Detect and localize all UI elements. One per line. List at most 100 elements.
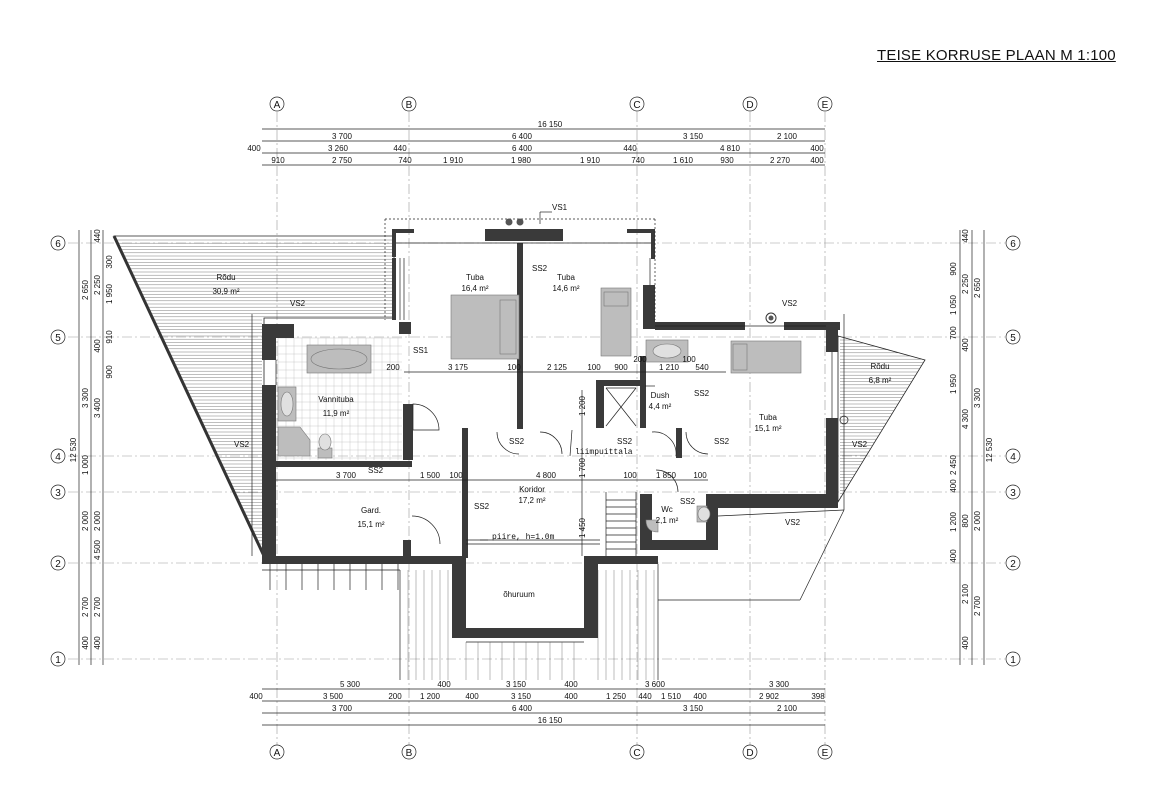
sink-icon: [645, 519, 659, 533]
svg-text:5: 5: [1010, 333, 1016, 344]
dim-right-inner: 1 950: [949, 373, 958, 394]
dim-left-inner: 1 950: [105, 283, 114, 304]
dim-top-r1: 3 150: [683, 132, 704, 141]
dim-right-inner: 400: [949, 479, 958, 493]
dim-bottom-r1: 400: [437, 680, 451, 689]
dim-left-inner: 3 400: [93, 397, 102, 418]
dim-interior: 900: [614, 363, 628, 372]
svg-text:4: 4: [55, 452, 61, 463]
dim-top-total: 16 150: [538, 120, 563, 129]
dim-right-inner: 1 050: [949, 294, 958, 315]
dim-bottom-r3: 6 400: [512, 704, 533, 713]
tag-ss2: SS2: [617, 437, 633, 446]
dim-interior-v: 1 450: [578, 517, 587, 538]
tag-vs2: VS2: [234, 440, 250, 449]
dim-bottom-total: 16 150: [538, 716, 563, 725]
dim-top-r2: 440: [393, 144, 407, 153]
room-name: õhuruum: [503, 590, 535, 599]
tag-ss2: SS2: [714, 437, 730, 446]
windows: [251, 218, 845, 556]
dim-bottom-r2: 3 500: [323, 692, 344, 701]
dim-right-inner: 4 300: [961, 408, 970, 429]
dim-bottom-r2: 1 510: [661, 692, 682, 701]
stairs: [466, 385, 655, 556]
dim-top-r2: 3 260: [328, 144, 349, 153]
dim-bottom-r1: 3 150: [506, 680, 527, 689]
dim-right-outer: 2 650: [973, 277, 982, 298]
dim-interior: 200: [633, 355, 647, 364]
dim-bottom-r2: 400: [693, 692, 707, 701]
dim-interior: 200: [386, 363, 400, 372]
svg-text:E: E: [822, 748, 829, 759]
room-name: Tuba: [759, 413, 777, 422]
dim-bottom-r2: 398: [811, 692, 825, 701]
dim-bottom-r1: 5 300: [340, 680, 361, 689]
dim-interior: 100: [449, 471, 463, 480]
svg-text:6: 6: [55, 239, 61, 250]
dim-interior: 2 125: [547, 363, 568, 372]
dim-interior: 4 800: [536, 471, 557, 480]
dim-interior: 100: [693, 471, 707, 480]
drain-icon: [839, 415, 849, 425]
axis-bubble-row-4: 4: [50, 448, 66, 464]
dim-interior: 540: [695, 363, 709, 372]
svg-text:C: C: [633, 100, 640, 111]
room-area: 17,2 m²: [518, 496, 545, 505]
dim-top-r2: 400: [810, 144, 824, 153]
dim-bottom-r2: 400: [465, 692, 479, 701]
axis-bubble-col-b-bottom: B: [401, 744, 417, 760]
svg-text:2: 2: [55, 559, 61, 570]
dim-top-r3: 1 910: [443, 156, 464, 165]
room-area: 15,1 m²: [357, 520, 384, 529]
dim-left-middle: 2 000: [93, 510, 102, 531]
room-area: 11,9 m²: [323, 409, 350, 418]
svg-text:C: C: [633, 748, 640, 759]
axis-bubble-col-a: A: [269, 96, 285, 112]
dim-bottom-r2: 400: [249, 692, 263, 701]
tag-vs2: VS2: [785, 518, 801, 527]
bathtub-icon: [306, 344, 372, 374]
dim-left-inner: 300: [105, 255, 114, 269]
axis-bubbles: A B C D E A B C D E 6 5 4 3 2 1 6 5 4 3 …: [50, 96, 1021, 760]
axis-bubble-col-e: E: [817, 96, 833, 112]
dim-top-r1: 3 700: [332, 132, 353, 141]
vent-icon: [505, 218, 513, 226]
dim-left-inner: 2 000: [81, 510, 90, 531]
vent-icon: [765, 312, 777, 324]
room-labels: Rõdu 30,9 m² Tuba 16,4 m² Tuba 14,6 m² V…: [212, 273, 891, 599]
svg-text:B: B: [406, 748, 413, 759]
dim-bottom-r2: 1 250: [606, 692, 627, 701]
dim-bottom-r2: 440: [638, 692, 652, 701]
balcony-left: [112, 235, 395, 557]
room-name: Rõdu: [216, 273, 235, 282]
axis-bubble-row-4-right: 4: [1005, 448, 1021, 464]
dim-left-inner: 910: [105, 330, 114, 344]
dim-top-r2: 400: [247, 144, 261, 153]
tag-ss2: SS2: [532, 264, 548, 273]
room-name: Wc: [661, 505, 673, 514]
walls: [262, 229, 840, 638]
svg-text:A: A: [274, 100, 281, 111]
dim-right-middle: 2 250: [961, 273, 970, 294]
dim-right-inner: 440: [961, 229, 970, 243]
axis-bubble-row-1-right: 1: [1005, 651, 1021, 667]
dimension-lines-top: 16 150 3 700 6 400 3 150 2 100 400 3 260…: [247, 120, 825, 166]
dim-interior: 100: [623, 471, 637, 480]
dim-left-inner: 2 700: [81, 596, 90, 617]
dimension-lines-left: 440 300 1 950 910 900 3 400 1 000 2 000 …: [69, 229, 114, 665]
axis-bubble-col-d-bottom: D: [742, 744, 758, 760]
dim-bottom-r3: 3 700: [332, 704, 353, 713]
dim-right-middle: 2 000: [973, 510, 982, 531]
axis-bubble-row-1: 1: [50, 651, 66, 667]
svg-text:6: 6: [1010, 239, 1016, 250]
dim-interior: 100: [507, 363, 521, 372]
bed-icon: [600, 287, 632, 357]
dim-top-r3: 1 610: [673, 156, 694, 165]
dim-right-inner: 2 100: [961, 583, 970, 604]
room-area: 4,4 m²: [649, 402, 672, 411]
dim-bottom-r1: 3 300: [769, 680, 790, 689]
dim-bottom-r2: 2 902: [759, 692, 780, 701]
tag-vs1: VS1: [552, 203, 568, 212]
dim-top-r2: 440: [623, 144, 637, 153]
axis-bubble-row-3-right: 3: [1005, 484, 1021, 500]
